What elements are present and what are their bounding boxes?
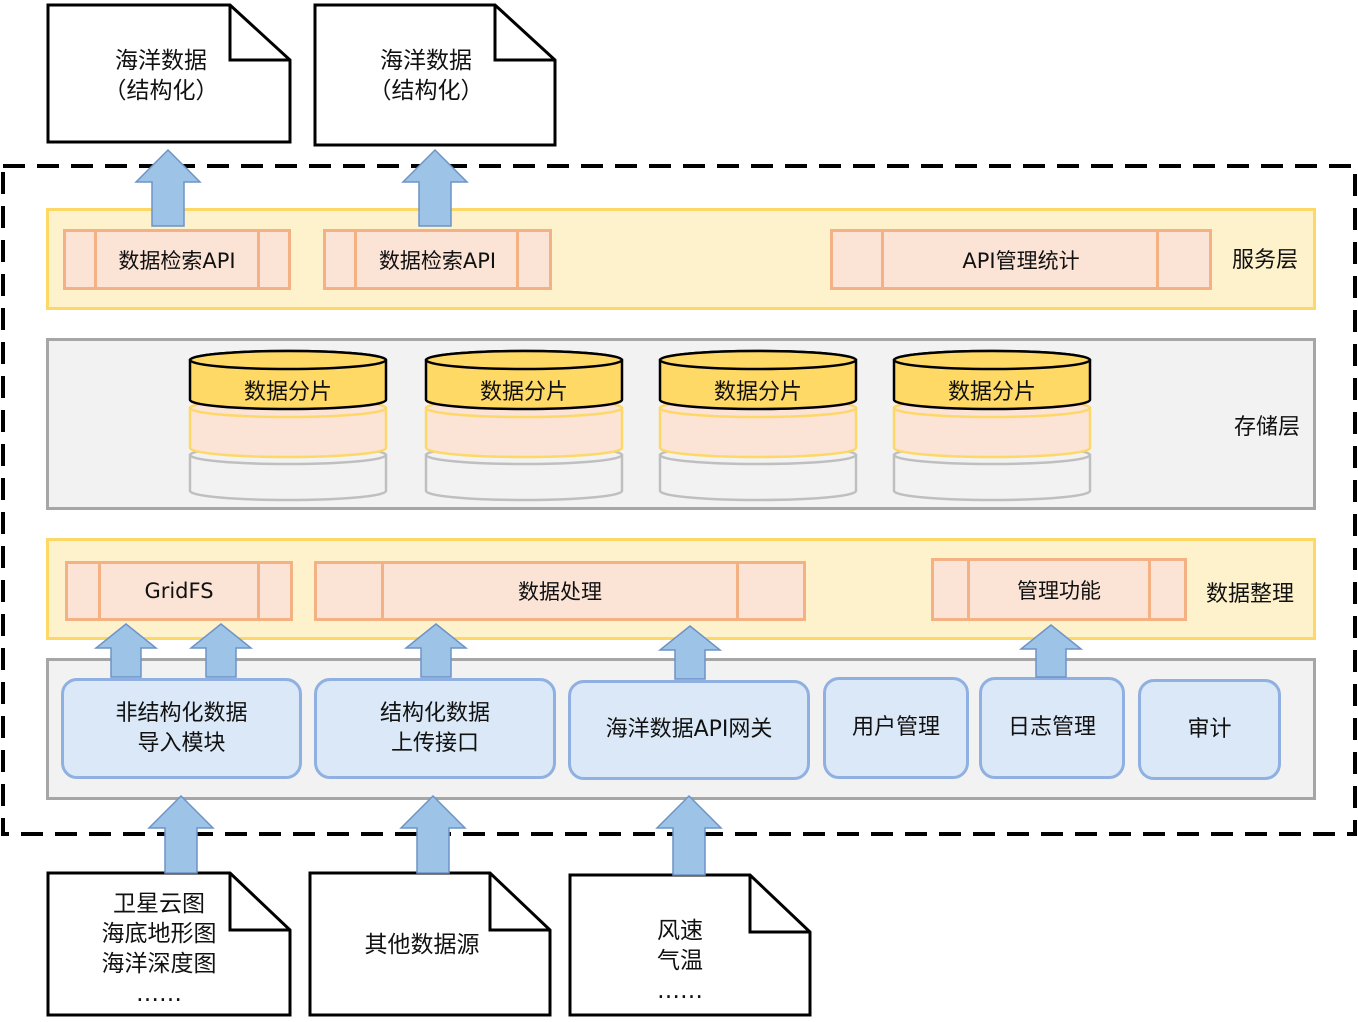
service-item-api-management: API管理统计 <box>830 229 1212 290</box>
storage-layer-label: 存储层 <box>1234 415 1301 440</box>
shard-label-2: 数据分片 <box>479 380 568 405</box>
process-item-gridfs: GridFS <box>65 561 293 621</box>
service-item-search-api-1: 数据检索API <box>63 229 291 290</box>
module-log-management: 日志管理 <box>979 677 1125 779</box>
module-api-gateway: 海洋数据API网关 <box>568 680 810 780</box>
source-document-3: 风速气温…… <box>657 918 703 1004</box>
process-item-management: 管理功能 <box>931 558 1187 621</box>
source-document-1: 卫星云图海底地形图海洋深度图…… <box>101 891 217 1007</box>
module-audit: 审计 <box>1138 679 1281 780</box>
source-document-2: 其他数据源 <box>364 932 480 958</box>
processing-layer-label: 数据整理 <box>1206 582 1295 607</box>
service-item-search-api-2: 数据检索API <box>323 229 552 290</box>
process-item-data-processing: 数据处理 <box>314 561 806 621</box>
module-unstructured-import: 非结构化数据导入模块 <box>61 678 302 779</box>
output-document-1: 海洋数据（结构化） <box>103 48 219 104</box>
output-document-2: 海洋数据（结构化） <box>368 48 484 104</box>
service-layer-label: 服务层 <box>1232 248 1299 273</box>
module-user-management: 用户管理 <box>823 677 969 779</box>
shard-label-3: 数据分片 <box>713 380 802 405</box>
shard-label-1: 数据分片 <box>243 380 332 405</box>
shard-label-4: 数据分片 <box>947 380 1036 405</box>
storage-layer-band <box>46 338 1316 510</box>
module-structured-upload: 结构化数据上传接口 <box>314 678 556 779</box>
